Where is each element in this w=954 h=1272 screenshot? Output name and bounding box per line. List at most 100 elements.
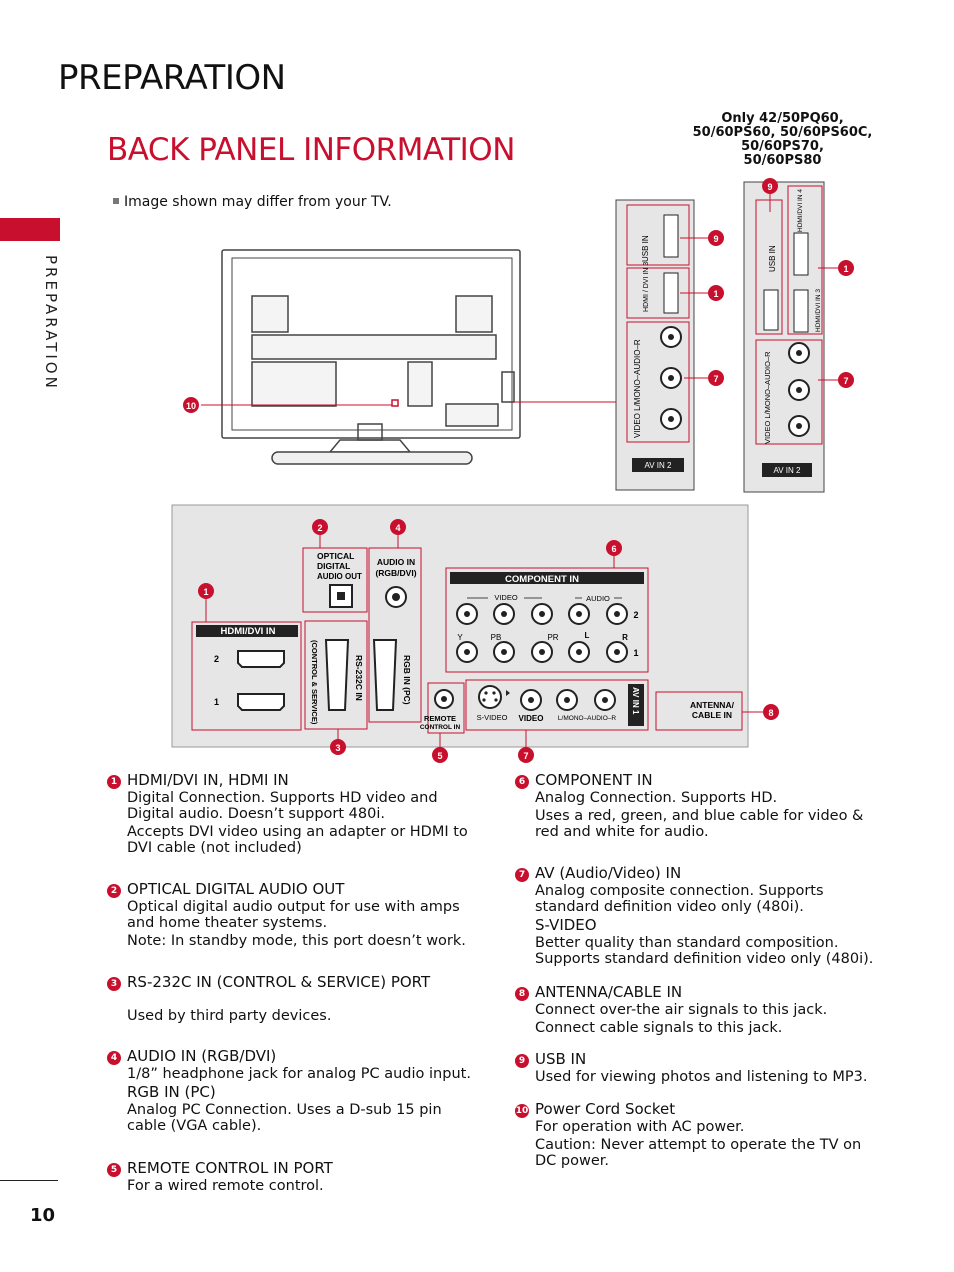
rca-jack-center — [464, 649, 470, 655]
side-av-label: VIDEO L/MONO–AUDIO–R — [633, 339, 642, 438]
component-audio-label: AUDIO — [586, 594, 610, 603]
pr-label: PR — [547, 633, 558, 642]
antenna-label-2: CABLE IN — [692, 710, 732, 720]
item-title: ANTENNA/CABLE IN — [535, 983, 683, 1001]
item-number-badge: 4 — [107, 1051, 121, 1065]
item-text: 1/8” headphone jack for analog PC audio … — [127, 1066, 471, 1082]
item-title: AV (Audio/Video) IN — [535, 864, 682, 882]
item-text: Uses a red, green, and blue cable for vi… — [535, 808, 864, 840]
callout-number: 1 — [203, 587, 208, 597]
item-title: Power Cord Socket — [535, 1100, 676, 1118]
item-title: OPTICAL DIGITAL AUDIO OUT — [127, 880, 345, 898]
component-jacks — [456, 603, 628, 663]
rca-jack-center — [501, 649, 507, 655]
section-title: BACK PANEL INFORMATION — [107, 132, 515, 168]
optical-label-1: OPTICAL — [317, 551, 354, 561]
s-video-label: S-VIDEO — [477, 713, 508, 722]
side-av-label-b: VIDEO L/MONO–AUDIO–R — [763, 351, 772, 444]
antenna-group — [655, 691, 743, 731]
callout-number: 7 — [713, 374, 718, 384]
item-text: Connect over-the air signals to this jac… — [535, 1002, 828, 1018]
optical-label-2: DIGITAL — [317, 561, 350, 571]
callout-marker — [708, 370, 724, 386]
item-number-badge: 5 — [107, 1163, 121, 1177]
av-in-1-group — [465, 679, 649, 731]
callout-marker — [763, 704, 779, 720]
item-text: Caution: Never attempt to operate the TV… — [535, 1137, 862, 1169]
rca-jack-center — [501, 611, 507, 617]
side-a-callouts — [680, 237, 708, 379]
remote-label-2: CONTROL IN — [420, 724, 461, 731]
bullet-icon — [113, 198, 119, 204]
callout-marker — [838, 372, 854, 388]
callout-number: 1 — [843, 264, 848, 274]
optical-rs232-group — [302, 547, 368, 730]
item-subtitle: RGB IN (PC) — [127, 1083, 216, 1101]
callout-marker — [390, 519, 406, 535]
rca-jack-center — [576, 649, 582, 655]
item-text: Note: In standby mode, this port doesn’t… — [127, 933, 466, 949]
rca-jack-center — [614, 649, 620, 655]
av-in-2-label-b: AV IN 2 — [774, 466, 802, 475]
item-number-badge: 1 — [107, 775, 121, 789]
side-tab-marker — [0, 218, 60, 241]
callout-marker — [838, 260, 854, 276]
item-number-badge: 8 — [515, 987, 529, 1001]
item-title: USB IN — [535, 1050, 587, 1068]
callout-marker — [762, 178, 778, 194]
hdmi-port-1-label: 1 — [214, 697, 219, 707]
rca-jack-center — [576, 611, 582, 617]
r-label: R — [622, 633, 628, 642]
models-line: 50/60PS80 — [743, 153, 822, 168]
component-group — [445, 567, 649, 673]
item-title: COMPONENT IN — [535, 771, 653, 789]
hdmi-in-3-label: HDMI / DVI IN 3 — [643, 262, 650, 312]
callout-marker — [606, 540, 622, 556]
hdmi-group — [191, 621, 302, 731]
callout-marker — [198, 583, 214, 599]
item-text: Digital Connection. Supports HD video an… — [127, 790, 438, 822]
item-number-badge: 9 — [515, 1054, 529, 1068]
item-text: For operation with AC power. — [535, 1119, 745, 1135]
rca-jack-center — [539, 611, 545, 617]
callout-number: 7 — [523, 751, 528, 761]
footer-divider — [0, 1180, 58, 1181]
back-panel-diagram: 10 USB IN HDMI / DVI IN 3 VIDEO L/MONO–A… — [171, 178, 854, 763]
audio-lr-label: L/MONO–AUDIO–R — [558, 715, 616, 722]
rs232-label: RS-232C IN — [354, 655, 364, 701]
page-number: 10 — [30, 1205, 56, 1226]
item-text: Optical digital audio output for use wit… — [127, 899, 460, 931]
audio-in-label-2: (RGB/DVI) — [375, 568, 416, 578]
models-line: Only 42/50PQ60, — [721, 111, 844, 126]
item-number-badge: 3 — [107, 977, 121, 991]
image-note-text: Image shown may differ from your TV. — [124, 194, 392, 210]
item-title: RS-232C IN (CONTROL & SERVICE) PORT — [127, 973, 431, 991]
callout-number: 4 — [395, 523, 400, 533]
optical-label-3: AUDIO OUT — [317, 572, 362, 581]
rca-jack-center — [539, 649, 545, 655]
callout-marker — [708, 285, 724, 301]
callout-number: 9 — [767, 182, 772, 192]
callout-number: 3 — [335, 743, 340, 753]
callout-marker — [312, 519, 328, 535]
usb-in-label-b: USB IN — [768, 245, 777, 272]
models-note: Only 42/50PQ60, 50/60PS60, 50/60PS60C, 5… — [685, 112, 880, 168]
hdmi-in-3-label-b: HDMI/DVI IN 3 — [815, 289, 822, 332]
video-label: VIDEO — [519, 714, 544, 723]
image-note: Image shown may differ from your TV. — [113, 194, 392, 210]
component-video-label: VIDEO — [494, 593, 518, 602]
callout-number: 10 — [186, 401, 196, 411]
side-label: PREPARATION — [42, 255, 60, 391]
item-text: Used for viewing photos and listening to… — [535, 1069, 868, 1085]
side-b-callouts — [769, 194, 838, 381]
remote-group — [427, 682, 465, 734]
remote-label-1: REMOTE — [424, 714, 456, 723]
hdmi-port-2-label: 2 — [214, 654, 219, 664]
callout-number: 7 — [843, 376, 848, 386]
